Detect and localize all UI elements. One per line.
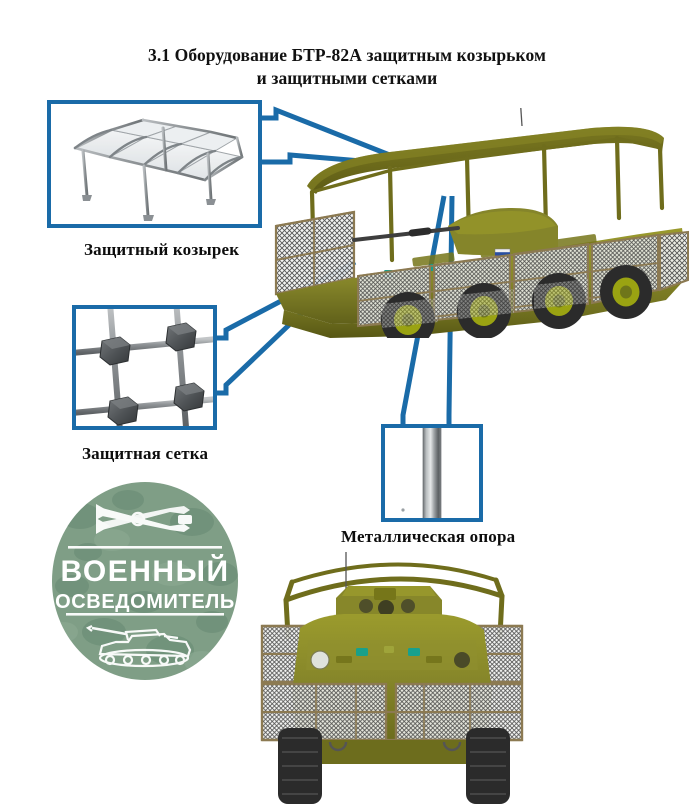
- btr-82a-side-three-quarter-view: [262, 108, 694, 338]
- wheel: [600, 265, 652, 319]
- btr-82a-front-view: [248, 552, 544, 808]
- divider-bottom: [66, 613, 224, 616]
- hull-front-fittings: [310, 646, 470, 670]
- mesh-detail-drawing: [76, 309, 213, 426]
- watermark-line1: ВОЕННЫЙ: [60, 554, 229, 588]
- wheels: [278, 728, 510, 804]
- page-title-line1: 3.1 Оборудование БТР-82А защитным козырь…: [147, 45, 547, 65]
- canopy-frame-drawing: [73, 118, 244, 221]
- callout-label-pole: Металлическая опора: [341, 527, 516, 546]
- btr-82a-side-drawing: [274, 108, 689, 338]
- mesh-detail-inset: [72, 305, 217, 430]
- tank-icon: [85, 625, 192, 668]
- callout-label-mesh: Защитная сетка: [82, 444, 209, 463]
- canopy-frame-inset: [47, 100, 262, 228]
- wheel: [278, 728, 322, 804]
- page-title-line2: и защитными сетками: [256, 68, 438, 88]
- wheel-cage-strips: [382, 279, 588, 328]
- divider-top: [68, 546, 222, 549]
- tow-hooks: [328, 741, 462, 752]
- wheel: [466, 728, 510, 804]
- slat-cage-rear-panel: [659, 230, 689, 292]
- watermark-drawing: ВОЕННЫЙ ОСВЕДОМИТЕЛЬ: [52, 482, 238, 680]
- antenna: [520, 108, 523, 127]
- btr-82a-front-drawing: [260, 552, 524, 804]
- turret: [352, 208, 558, 256]
- crossed-missiles-icon: [96, 504, 192, 534]
- metal-pole-drawing: [401, 428, 442, 518]
- metal-pole-inset: [381, 424, 483, 522]
- page-title: 3.1 Оборудование БТР-82А защитным козырь…: [0, 44, 694, 90]
- callout-label-canopy: Защитный козырек: [84, 240, 240, 259]
- watermark-line2: ОСВЕДОМИТЕЛЬ: [55, 591, 235, 613]
- hull-glacis: [308, 740, 480, 764]
- cannon-barrel: [352, 226, 460, 242]
- watermark-badge: ВОЕННЫЙ ОСВЕДОМИТЕЛЬ: [52, 482, 238, 680]
